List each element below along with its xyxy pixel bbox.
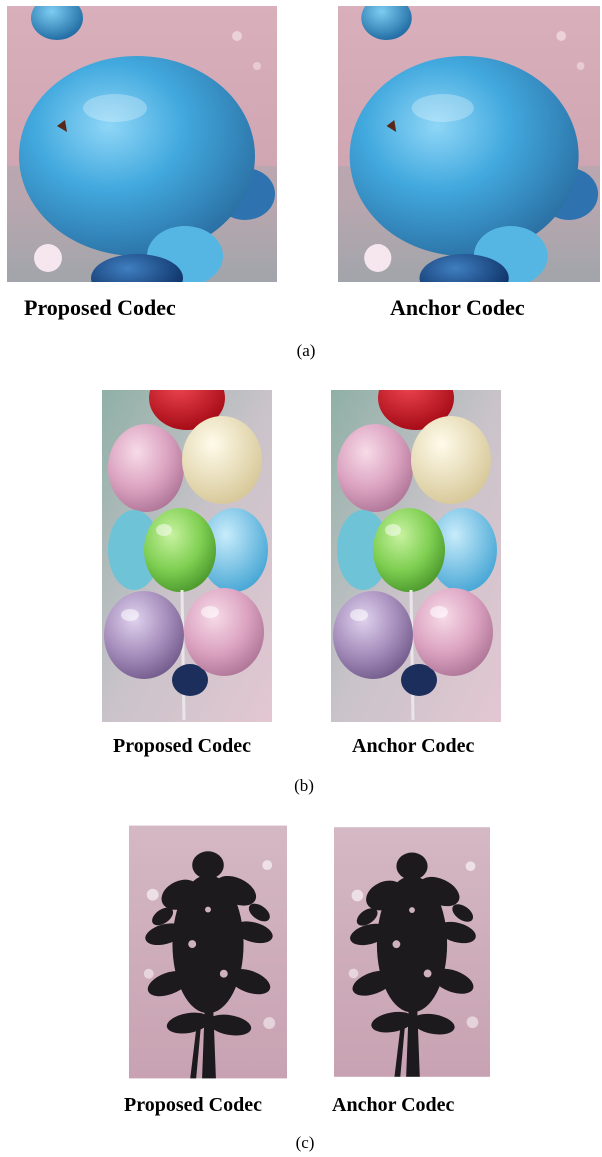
panel-c-left-caption: Proposed Codec (124, 1094, 262, 1116)
panel-b-anchor-image (331, 390, 501, 722)
panel-b-proposed-image (102, 390, 272, 722)
panel-c-proposed-image (129, 824, 287, 1080)
panel-c-right-caption: Anchor Codec (332, 1094, 455, 1116)
panel-b-right-caption: Anchor Codec (352, 735, 475, 757)
panel-b-label: (b) (294, 776, 314, 795)
panel-a-label: (a) (296, 341, 316, 360)
panel-a-proposed-image (7, 6, 277, 282)
panel-b-left-caption: Proposed Codec (113, 735, 251, 757)
panel-a-right-caption: Anchor Codec (390, 295, 525, 320)
panel-a-anchor-image (338, 6, 600, 282)
panel-a-left-caption: Proposed Codec (24, 295, 176, 320)
panel-c-label: (c) (295, 1133, 315, 1152)
panel-c-anchor-image (334, 824, 490, 1080)
